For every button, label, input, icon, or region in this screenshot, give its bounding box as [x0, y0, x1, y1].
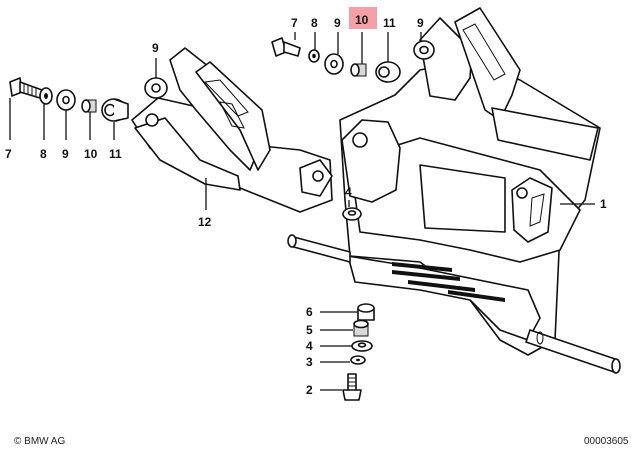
- drawing-number: 00003605: [584, 436, 629, 447]
- callout-5: 5: [306, 323, 313, 337]
- callout-9-right: 9: [417, 16, 424, 30]
- callout-8-top: 8: [311, 16, 318, 30]
- leader-lines: [9, 32, 595, 391]
- callout-11-left: 11: [109, 147, 122, 161]
- callout-4-lower: 4: [306, 339, 313, 353]
- callout-12: 12: [198, 215, 212, 229]
- callout-1: 1: [600, 197, 607, 211]
- callout-10-top-highlighted: 10: [355, 13, 369, 27]
- copyright-text: © BMW AG: [14, 436, 65, 447]
- callout-9-left: 9: [62, 147, 69, 161]
- callout-11-top: 11: [383, 16, 396, 30]
- callout-labels: 1 2 3 4 4 5 6 7 7 8 8 9 9 9 9 10 10 11 1…: [5, 13, 607, 397]
- callout-9-bracket: 9: [152, 41, 159, 55]
- callout-8-left: 8: [40, 147, 47, 161]
- shaft: [287, 234, 621, 374]
- callout-6: 6: [306, 305, 313, 319]
- callout-2: 2: [306, 383, 313, 397]
- left-hardware-stack: [9, 77, 129, 122]
- callout-9-top: 9: [334, 16, 341, 30]
- callout-4-upper: 4: [345, 185, 352, 199]
- callout-7-left: 7: [5, 147, 12, 161]
- callout-10-left: 10: [84, 147, 98, 161]
- left-bracket-part-12: [131, 47, 333, 213]
- callout-7-top: 7: [291, 16, 298, 30]
- callout-3: 3: [306, 355, 313, 369]
- main-bracket-part-1: [339, 7, 601, 356]
- lower-pivot-hardware: [342, 207, 375, 401]
- highlight-box: [349, 7, 377, 29]
